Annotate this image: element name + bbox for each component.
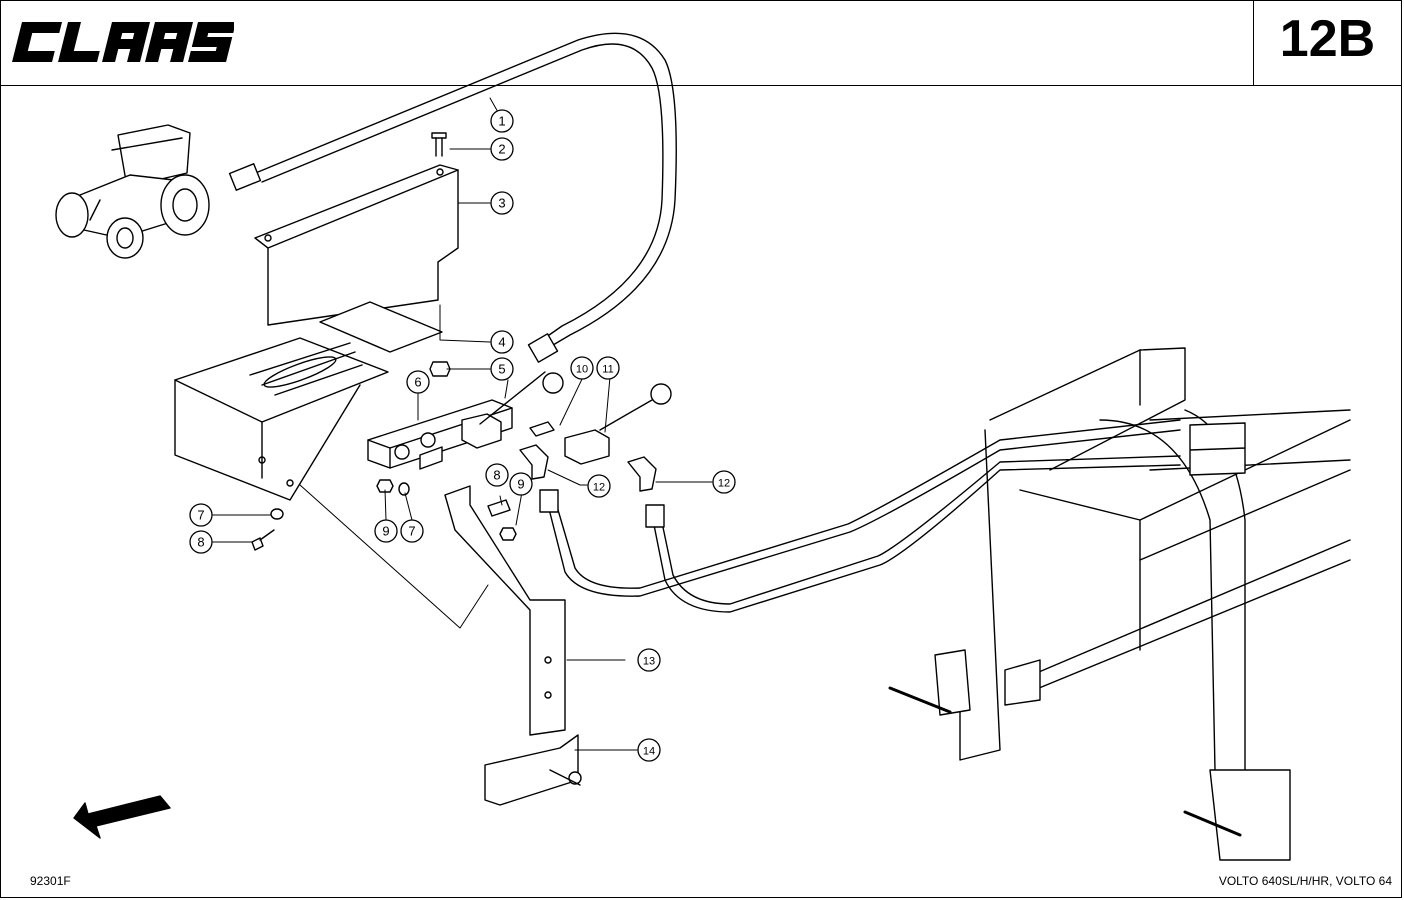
callout-label: 9	[517, 477, 524, 492]
callout-11: 11	[596, 356, 620, 380]
valve-11	[564, 383, 672, 465]
nut-9	[376, 479, 517, 541]
fitting-10	[529, 421, 555, 437]
callout-label: 5	[498, 362, 505, 377]
callout-1: 1	[490, 109, 514, 133]
cover-plate-3	[254, 164, 459, 326]
mounting-bracket	[174, 337, 389, 501]
callout-label: 11	[602, 364, 613, 376]
callout-9: 9	[374, 519, 398, 543]
callout-12: 12	[587, 474, 611, 498]
callout-label: 7	[408, 524, 415, 539]
callout-7: 7	[189, 503, 213, 527]
callout-label: 2	[498, 142, 505, 157]
nut-5	[429, 361, 451, 377]
callout-label: 6	[414, 375, 421, 390]
page-number-divider	[1253, 0, 1254, 86]
support-bar-13	[444, 485, 566, 736]
model-label: VOLTO 640SL/H/HR, VOLTO 64	[1218, 874, 1392, 888]
callout-12: 12	[712, 470, 736, 494]
callout-label: 9	[382, 524, 389, 539]
drawing-number: 92301F	[30, 874, 71, 888]
callout-label: 4	[498, 335, 505, 350]
callout-2: 2	[490, 137, 514, 161]
callout-8: 8	[189, 530, 213, 554]
callout-label: 13	[643, 656, 655, 668]
callout-7: 7	[400, 519, 424, 543]
callout-label: 8	[197, 535, 204, 550]
slotted-plate-4	[319, 301, 443, 353]
direction-arrow-icon	[73, 795, 171, 839]
clamp-14	[484, 734, 582, 806]
callout-8: 8	[485, 463, 509, 487]
washer-7	[270, 482, 410, 520]
callout-label: 10	[576, 364, 588, 376]
callout-5: 5	[490, 357, 514, 381]
callout-4: 4	[490, 330, 514, 354]
claas-logo	[12, 22, 234, 62]
callout-label: 7	[197, 508, 204, 523]
valve-block-6	[367, 371, 564, 470]
callout-label: 3	[498, 196, 505, 211]
callout-6: 6	[406, 370, 430, 394]
hydraulic-hose-1	[228, 32, 677, 363]
page-number: 12B	[1279, 10, 1376, 68]
header-divider	[0, 85, 1402, 86]
callout-label: 12	[718, 478, 730, 490]
callout-14: 14	[637, 738, 661, 762]
machine-frame	[888, 347, 1351, 861]
callout-label: 8	[493, 468, 500, 483]
bolt-2	[431, 132, 447, 157]
callout-13: 13	[637, 648, 661, 672]
tractor-icon	[55, 124, 210, 259]
hydraulic-hoses-to-frame	[539, 419, 1181, 613]
callout-10: 10	[570, 356, 594, 380]
callout-label: 12	[593, 482, 605, 494]
callout-label: 1	[498, 114, 505, 129]
bolt-8	[251, 499, 511, 551]
callout-9: 9	[509, 472, 533, 496]
callout-3: 3	[490, 191, 514, 215]
elbow-fitting-12	[519, 444, 657, 492]
callout-label: 14	[643, 746, 655, 758]
